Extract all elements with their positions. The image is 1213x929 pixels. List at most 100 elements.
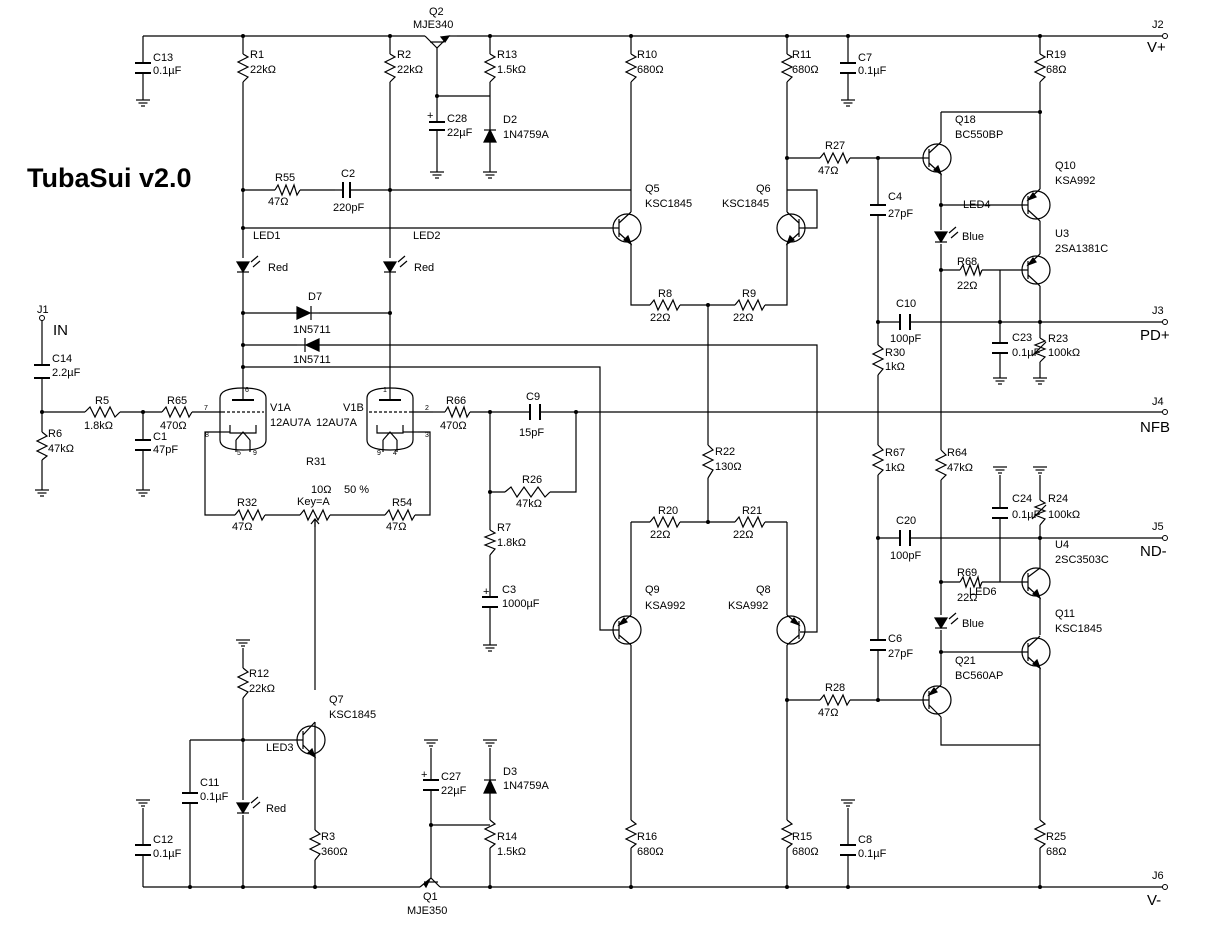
resistor-r19 [1033,53,1047,83]
tube-v1b-part: 12AU7A [316,417,358,429]
u3-part: 2SA1381C [1055,243,1108,255]
r66-ref: R66 [446,395,466,407]
c27-ref: C27 [441,771,461,783]
q1-part: MJE350 [407,905,447,917]
resistor-r9 [734,298,766,312]
r7-ref: R7 [497,522,511,534]
resistor-r26 [504,485,551,499]
port-connectors [39,33,1168,890]
transistor-q8 [776,614,806,646]
q21-part: BC560AP [955,670,1003,682]
r67-value: 1kΩ [885,462,905,474]
led4-color: Blue [962,231,984,243]
r14-value: 1.5kΩ [497,846,526,858]
transistor-q10 [1021,188,1051,222]
q10-part: KSA992 [1055,175,1095,187]
resistor-r27 [819,151,851,165]
r54-value: 47Ω [386,521,406,533]
resistor-r25 [1033,819,1047,849]
resistor-r1 [236,53,250,83]
d3-ref: D3 [503,766,517,778]
r26-value: 47kΩ [516,498,542,510]
r12-value: 22kΩ [249,683,275,695]
c8-value: 0.1µF [858,848,887,860]
c20-ref: C20 [896,515,916,527]
q5-ref: Q5 [645,183,660,195]
transistor-q11 [1021,635,1051,670]
c10-value: 100pF [890,333,921,345]
r69-value: 22Ω [957,592,977,604]
r24-ref: R24 [1048,493,1068,505]
u4-ref: U4 [1055,539,1069,551]
port-label-nfb: NFB [1140,419,1170,436]
diode-d2 [483,128,497,143]
pin-v1b-heater-b: 4 [393,450,397,457]
c9-value: 15pF [519,427,544,439]
c6-ref: C6 [888,633,902,645]
r20-ref: R20 [658,505,678,517]
r25-ref: R25 [1046,831,1066,843]
r54-ref: R54 [392,497,412,509]
resistor-r64 [934,449,948,481]
r6-value: 47kΩ [48,443,74,455]
port-labels: J2 V+ J3 PD+ J4 NFB J5 ND- J6 V- J1 IN [37,19,1170,909]
transistor-u3 [1021,253,1051,287]
resistor-r15 [780,819,794,849]
resistor-r5 [84,405,121,419]
c20-value: 100pF [890,550,921,562]
transistor-q5 [612,211,642,246]
r28-value: 47Ω [818,707,838,719]
d8-part: 1N5711 [293,354,331,366]
q2-part: MJE340 [413,19,453,31]
resistor-r28 [819,693,851,707]
c7-value: 0.1µF [858,65,887,77]
transistor-u4 [1021,567,1051,600]
u3-ref: U3 [1055,228,1069,240]
c12-ref: C12 [153,834,173,846]
svg-text:+: + [427,110,433,122]
port-label-vplus: V+ [1147,39,1166,56]
junctions [40,34,1042,889]
c13-value: 0.1µF [153,65,182,77]
resistor-r24 [1033,499,1047,526]
c24-ref: C24 [1012,493,1032,505]
r55-ref: R55 [275,172,295,184]
tube-v1a [219,387,267,452]
c23-ref: C23 [1012,332,1032,344]
r55-value: 47Ω [268,196,288,208]
r31-setting: 50 % [344,484,369,496]
tube-v1b [366,387,433,452]
r9-ref: R9 [742,288,756,300]
r32-value: 47Ω [232,521,252,533]
resistor-r3 [308,829,322,861]
led6-ref: LED6 [969,586,997,598]
pin-v1a-heater-b: 9 [253,450,257,457]
resistor-r65 [161,405,193,419]
resistor-r68 [959,262,983,278]
led3-color: Red [266,803,286,815]
transistor-q2 [424,35,457,49]
led-led3 [235,796,261,815]
led1-ref: LED1 [253,230,281,242]
resistor-bodies [35,53,1047,861]
capacitor-plates [34,62,1008,856]
tube-bodies [219,387,433,452]
r30-value: 1kΩ [885,361,905,373]
r21-ref: R21 [742,505,762,517]
r3-ref: R3 [321,831,335,843]
c27-value: 22µF [441,785,467,797]
q21-ref: Q21 [955,655,976,667]
resistor-r11 [780,53,794,83]
c28-value: 22µF [447,127,473,139]
resistor-r21 [734,515,766,529]
r30-ref: R30 [885,347,905,359]
led2-ref: LED2 [413,230,441,242]
transistor-q18 [922,141,952,176]
resistor-r20 [649,515,681,529]
port-ref-j3: J3 [1152,305,1164,317]
c14-value: 2.2µF [52,367,81,379]
port-ref-j6: J6 [1152,870,1164,882]
q7-part: KSC1845 [329,709,376,721]
c9-ref: C9 [526,391,540,403]
r2-ref: R2 [397,49,411,61]
